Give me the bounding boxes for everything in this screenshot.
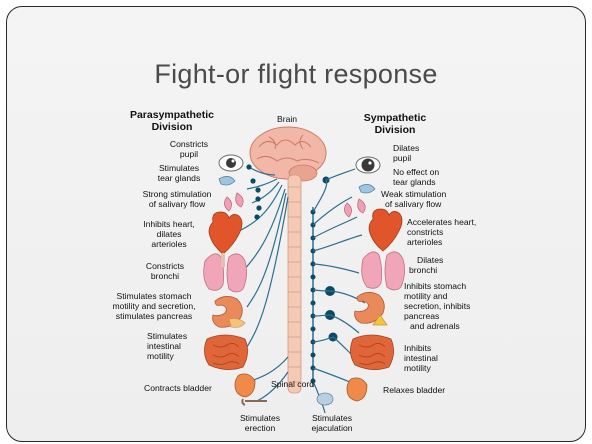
symp-heart-line3: arterioles bbox=[407, 237, 442, 247]
parasympathetic-header-line1: Parasympathetic bbox=[130, 109, 214, 121]
para-bronchi-line1: Constricts bbox=[146, 261, 184, 271]
tear-gland-icon bbox=[359, 184, 375, 193]
para-stomach-line1: Stimulates stomach bbox=[117, 291, 192, 301]
para-erection-line1: Stimulates bbox=[240, 413, 280, 423]
symp-bladder-label: Relaxes bladder bbox=[383, 385, 445, 395]
symp-bronchi-line2: bronchi bbox=[409, 265, 437, 275]
brain-label: Brain bbox=[277, 114, 297, 124]
intestine-icon bbox=[350, 335, 393, 370]
parasympathetic-labels: Constricts pupil Stimulates tear glands … bbox=[112, 139, 280, 433]
tear-gland-icon bbox=[219, 176, 235, 185]
lungs-icon bbox=[362, 252, 405, 290]
para-heart-line2: dilates bbox=[157, 229, 182, 239]
symp-salivary-line1: Weak stimulation bbox=[381, 189, 446, 199]
para-salivary-line2: of salivary flow bbox=[149, 199, 206, 209]
symp-pupil-line2: pupil bbox=[393, 153, 411, 163]
sympathetic-header-line1: Sympathetic bbox=[364, 112, 427, 124]
lungs-icon bbox=[204, 254, 247, 292]
salivary-gland-icon bbox=[224, 193, 243, 211]
symp-intestine-line3: motility bbox=[404, 363, 431, 373]
symp-stomach-line4: pancreas bbox=[404, 311, 439, 321]
sympathetic-header-line2: Division bbox=[375, 124, 416, 136]
symp-stomach-line2: motility and bbox=[404, 291, 448, 301]
bladder-icon bbox=[235, 374, 255, 397]
para-salivary-line1: Strong stimulation bbox=[143, 189, 212, 199]
para-stomach-line3: stimulates pancreas bbox=[116, 311, 192, 321]
para-tear-line2: tear glands bbox=[158, 173, 201, 183]
para-heart-line1: Inhibits heart, bbox=[143, 219, 195, 229]
para-erection-line2: erection bbox=[245, 423, 276, 433]
para-heart-line3: arterioles bbox=[151, 239, 186, 249]
spinal-cord-label: Spinal cord bbox=[271, 379, 314, 389]
reproductive-organ-icon bbox=[242, 399, 267, 405]
para-bladder-label: Contracts bladder bbox=[144, 383, 212, 393]
symp-intestine-line2: intestinal bbox=[404, 353, 438, 363]
para-intestine-line1: Stimulates bbox=[147, 331, 187, 341]
heart-icon bbox=[369, 209, 402, 251]
para-stomach-line2: motility and secretion, bbox=[112, 301, 195, 311]
symp-stomach-line1: Inhibits stomach bbox=[404, 281, 466, 291]
symp-intestine-line1: Inhibits bbox=[404, 343, 431, 353]
symp-ejaculation-line2: ejaculation bbox=[311, 423, 352, 433]
symp-heart-line2: constricts bbox=[407, 227, 443, 237]
salivary-gland-icon bbox=[344, 199, 365, 217]
intestine-icon bbox=[204, 335, 247, 370]
para-tear-line1: Stimulates bbox=[159, 163, 199, 173]
symp-ejaculation-line1: Stimulates bbox=[312, 413, 352, 423]
parasympathetic-nerves bbox=[239, 167, 288, 401]
symp-salivary-line2: of salivary flow bbox=[385, 199, 442, 209]
reproductive-organ-icon bbox=[317, 393, 333, 405]
bladder-icon bbox=[347, 378, 367, 401]
symp-bronchi-line1: Dilates bbox=[417, 255, 443, 265]
para-bronchi-line2: bronchi bbox=[151, 271, 179, 281]
nervous-system-diagram: Parasympathetic Division Brain Sympathet… bbox=[7, 7, 585, 441]
symp-heart-line1: Accelerates heart, bbox=[407, 217, 476, 227]
para-pupil-line1: Constricts bbox=[170, 139, 208, 149]
pancreas-icon bbox=[229, 319, 245, 328]
para-pupil-line2: pupil bbox=[180, 149, 198, 159]
symp-stomach-line5: and adrenals bbox=[410, 321, 460, 331]
parasympathetic-header-line2: Division bbox=[152, 121, 193, 133]
para-intestine-line3: motility bbox=[147, 351, 174, 361]
symp-stomach-line3: secretion, inhibits bbox=[404, 301, 470, 311]
slide: Fight-or flight response Parasympathetic… bbox=[6, 6, 586, 442]
sympathetic-nerves bbox=[313, 169, 365, 413]
para-intestine-line2: intestinal bbox=[147, 341, 181, 351]
spinal-cord-illustration bbox=[288, 175, 301, 393]
symp-pupil-line1: Dilates bbox=[393, 143, 419, 153]
symp-tear-line2: tear glands bbox=[393, 177, 436, 187]
symp-tear-line1: No effect on bbox=[393, 167, 439, 177]
heart-icon bbox=[209, 212, 242, 254]
